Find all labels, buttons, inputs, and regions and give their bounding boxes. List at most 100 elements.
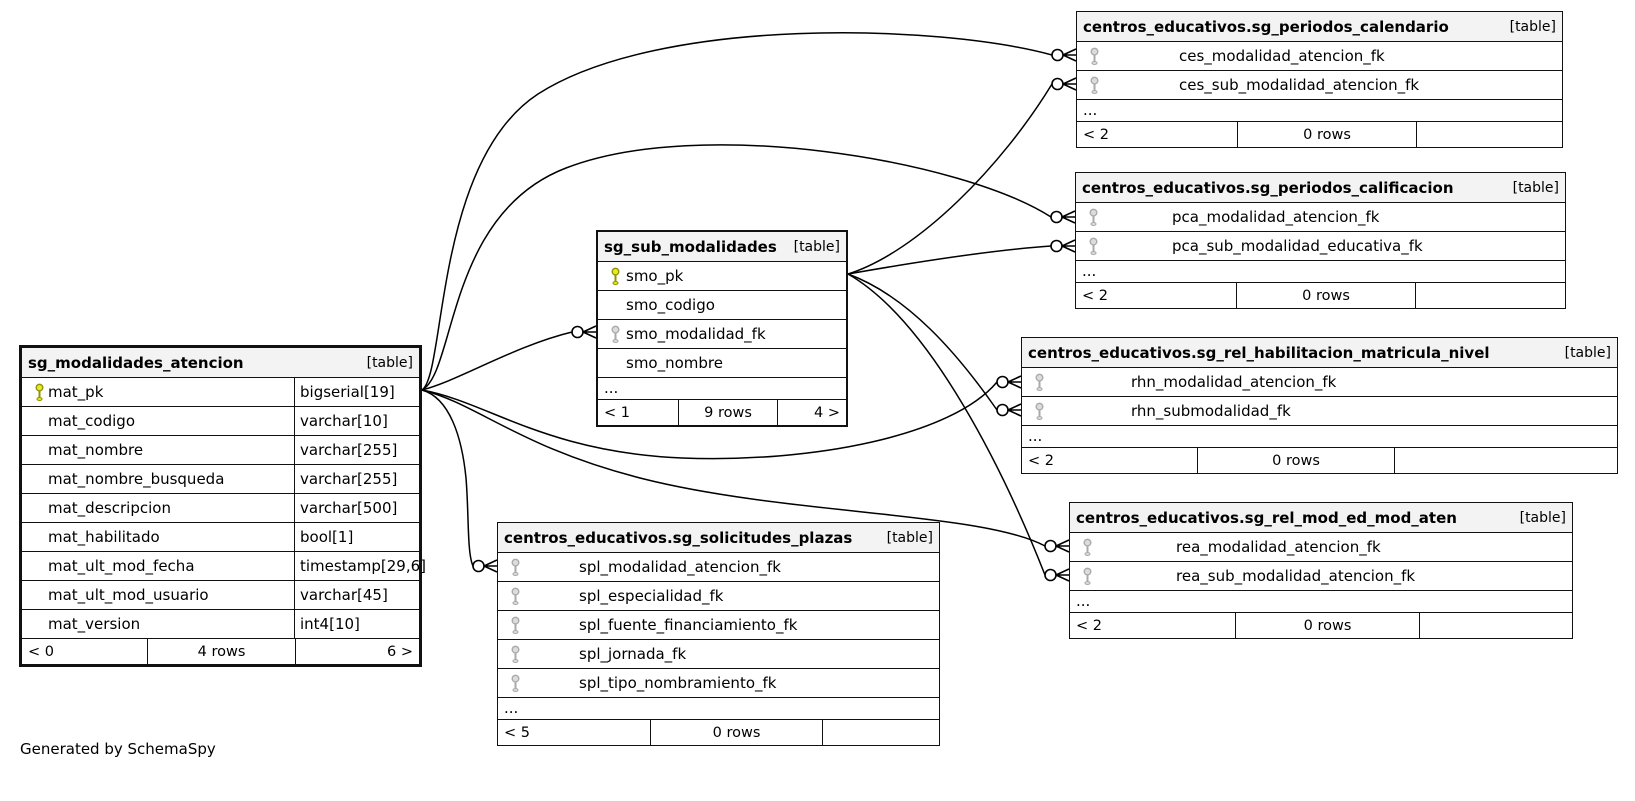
- column-row: mat_nombre varchar[255]: [22, 436, 419, 465]
- column-row: mat_ult_mod_usuario varchar[45]: [22, 581, 419, 610]
- ellipsis-label: ...: [504, 699, 519, 717]
- foreign-key-icon: [1084, 237, 1102, 256]
- column-name: ces_sub_modalidad_atencion_fk: [1179, 76, 1420, 94]
- column-row: ces_sub_modalidad_atencion_fk: [1077, 71, 1562, 100]
- table-sg_sub_modalidades[interactable]: sg_sub_modalidades [table] smo_pk smo_codig…: [596, 230, 848, 427]
- hidden-columns-ellipsis: ...: [498, 698, 939, 720]
- column-name: spl_jornada_fk: [579, 645, 687, 663]
- foreign-key-icon: [1085, 47, 1103, 66]
- column-row: rhn_submodalidad_fk: [1022, 397, 1617, 426]
- column-type: varchar[255]: [294, 436, 419, 464]
- footer-parents-count: < 0: [28, 643, 54, 660]
- foreign-key-icon: [506, 616, 524, 635]
- primary-key-icon: [30, 383, 48, 402]
- table-header: centros_educativos.sg_periodos_calendari…: [1077, 12, 1562, 42]
- relationship-line: [421, 144, 1052, 391]
- column-row: rea_modalidad_atencion_fk: [1070, 533, 1572, 562]
- column-name: mat_ult_mod_usuario: [48, 586, 209, 604]
- column-name: rhn_submodalidad_fk: [1131, 402, 1291, 420]
- table-sg_solicitudes_plazas[interactable]: centros_educativos.sg_solicitudes_plazas…: [497, 522, 940, 746]
- table-type-badge: [table]: [366, 354, 413, 371]
- table-header: centros_educativos.sg_rel_habilitacion_m…: [1022, 338, 1617, 368]
- footer-children-count: 6 >: [387, 643, 413, 660]
- column-row: ces_modalidad_atencion_fk: [1077, 42, 1562, 71]
- column-name: spl_tipo_nombramiento_fk: [579, 674, 777, 692]
- table-title[interactable]: sg_modalidades_atencion: [28, 353, 244, 372]
- footer-parents-count: < 1: [604, 404, 630, 421]
- footer-parents-count: < 5: [504, 724, 530, 741]
- table-footer: < 0 4 rows 6 >: [22, 639, 419, 664]
- table-type-badge: [table]: [793, 238, 840, 255]
- column-name: ces_modalidad_atencion_fk: [1179, 47, 1385, 65]
- ellipsis-label: ...: [604, 379, 619, 397]
- column-name: spl_especialidad_fk: [579, 587, 724, 605]
- table-header: sg_modalidades_atencion [table]: [22, 348, 419, 378]
- column-name: smo_modalidad_fk: [626, 325, 766, 343]
- table-title[interactable]: sg_sub_modalidades: [604, 237, 777, 256]
- footer-children-count: [1416, 283, 1565, 308]
- column-row: pca_sub_modalidad_educativa_fk: [1076, 232, 1565, 261]
- table-title[interactable]: centros_educativos.sg_rel_habilitacion_m…: [1028, 343, 1490, 362]
- column-name: rea_sub_modalidad_atencion_fk: [1176, 567, 1416, 585]
- table-sg_rel_mod_ed_mod_aten[interactable]: centros_educativos.sg_rel_mod_ed_mod_ate…: [1069, 502, 1573, 639]
- column-row: spl_jornada_fk: [498, 640, 939, 669]
- column-row: smo_codigo: [598, 291, 846, 320]
- relationship-line: [847, 273, 1046, 576]
- table-sg_periodos_calendario[interactable]: centros_educativos.sg_periodos_calendari…: [1076, 11, 1563, 148]
- table-sg_periodos_calificacion[interactable]: centros_educativos.sg_periodos_calificac…: [1075, 172, 1566, 309]
- foreign-key-icon: [506, 645, 524, 664]
- footer-row-count: 0 rows: [1235, 613, 1420, 638]
- ellipsis-label: ...: [1076, 592, 1091, 610]
- column-name: rhn_modalidad_atencion_fk: [1131, 373, 1337, 391]
- column-name: mat_nombre: [48, 441, 144, 459]
- table-title[interactable]: centros_educativos.sg_periodos_calificac…: [1082, 178, 1454, 197]
- hidden-columns-ellipsis: ...: [1077, 100, 1562, 122]
- column-name: pca_modalidad_atencion_fk: [1172, 208, 1380, 226]
- ellipsis-label: ...: [1082, 262, 1097, 280]
- hidden-columns-ellipsis: ...: [1076, 261, 1565, 283]
- relationship-line: [421, 389, 474, 567]
- footer-parents-count: < 2: [1082, 287, 1108, 304]
- column-name: mat_codigo: [48, 412, 135, 430]
- ellipsis-label: ...: [1028, 427, 1043, 445]
- column-row: spl_especialidad_fk: [498, 582, 939, 611]
- table-type-badge: [table]: [1509, 18, 1556, 35]
- column-type: varchar[45]: [294, 581, 419, 609]
- table-type-badge: [table]: [1512, 179, 1559, 196]
- foreign-key-icon: [506, 558, 524, 577]
- column-row: rhn_modalidad_atencion_fk: [1022, 368, 1617, 397]
- hidden-columns-ellipsis: ...: [1022, 426, 1617, 448]
- generator-note: Generated by SchemaSpy: [20, 740, 216, 758]
- table-header: sg_sub_modalidades [table]: [598, 232, 846, 262]
- foreign-key-icon: [1078, 538, 1096, 557]
- column-name: smo_pk: [626, 267, 684, 285]
- column-type: int4[10]: [294, 610, 419, 638]
- table-header: centros_educativos.sg_periodos_calificac…: [1076, 173, 1565, 203]
- hidden-columns-ellipsis: ...: [1070, 591, 1572, 613]
- table-title[interactable]: centros_educativos.sg_solicitudes_plazas: [504, 528, 853, 547]
- table-title[interactable]: centros_educativos.sg_periodos_calendari…: [1083, 17, 1449, 36]
- table-title[interactable]: centros_educativos.sg_rel_mod_ed_mod_ate…: [1076, 508, 1457, 527]
- column-name: spl_modalidad_atencion_fk: [579, 558, 781, 576]
- ellipsis-label: ...: [1083, 101, 1098, 119]
- relationship-line: [421, 389, 1046, 547]
- footer-children-count: [1420, 613, 1572, 638]
- column-name: pca_sub_modalidad_educativa_fk: [1172, 237, 1423, 255]
- table-sg_rel_habilitacion_matricula_nivel[interactable]: centros_educativos.sg_rel_habilitacion_m…: [1021, 337, 1618, 474]
- footer-row-count: 0 rows: [1236, 283, 1416, 308]
- column-type: varchar[500]: [294, 494, 419, 522]
- footer-row-count: 0 rows: [1237, 122, 1417, 147]
- column-name: smo_codigo: [626, 296, 715, 314]
- hidden-columns-ellipsis: ...: [598, 378, 846, 400]
- footer-row-count: 4 rows: [147, 639, 296, 664]
